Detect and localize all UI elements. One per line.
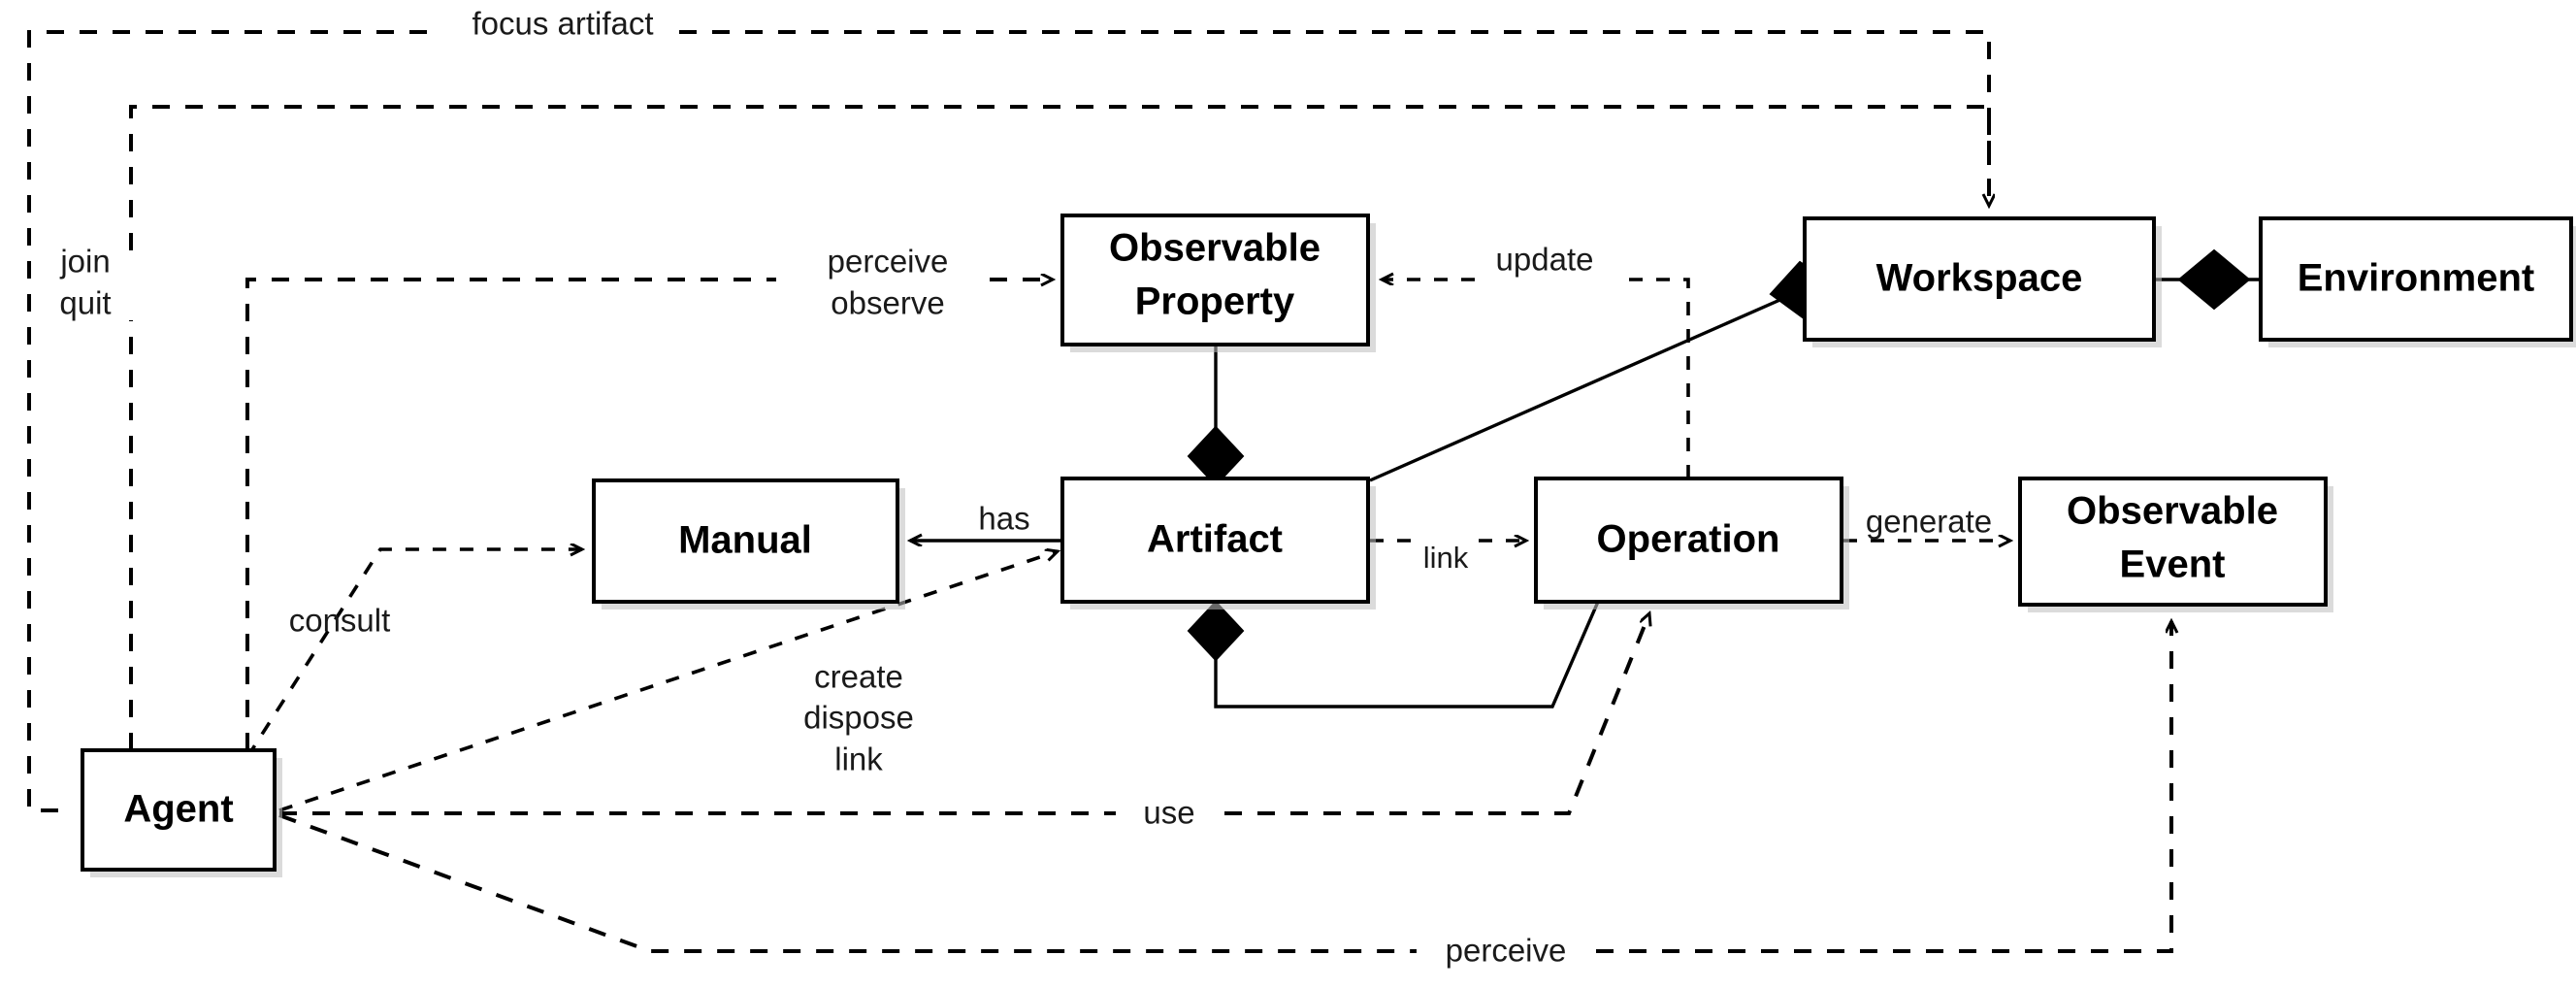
node-box xyxy=(1060,477,1370,604)
node-box xyxy=(1060,214,1370,346)
edge-label-create: create xyxy=(814,659,903,695)
edge-label-group: focus artifact join quit perceive observ… xyxy=(59,6,1992,969)
node-environment[interactable]: Environment xyxy=(2259,216,2576,347)
node-label-line1: Observable xyxy=(1109,227,1321,270)
node-observable-event[interactable]: Observable Event xyxy=(2018,477,2333,612)
node-observable-property[interactable]: Observable Property xyxy=(1060,214,1376,352)
edge-label-dispose: dispose xyxy=(803,700,914,736)
node-label-line1: Artifact xyxy=(1147,518,1283,561)
edge-perceive-observe xyxy=(245,280,1053,750)
edge-create-dispose-link xyxy=(278,551,1058,812)
edge-label-has: has xyxy=(978,501,1029,537)
edge-label-perceive: perceive xyxy=(828,244,949,280)
edge-label-generate: generate xyxy=(1866,504,1992,540)
edge-label-use: use xyxy=(1143,795,1194,831)
node-label-line1: Manual xyxy=(678,519,812,562)
edge-label-perceive-bottom: perceive xyxy=(1446,933,1567,969)
node-label-line1: Agent xyxy=(123,788,233,831)
edge-label-focus-artifact: focus artifact xyxy=(472,6,653,42)
edge-update xyxy=(1382,280,1690,478)
node-label-line1: Workspace xyxy=(1876,257,2083,300)
node-label-line2: Property xyxy=(1135,280,1295,323)
node-workspace[interactable]: Workspace xyxy=(1803,216,2162,347)
node-agent[interactable]: Agent xyxy=(81,748,282,877)
node-box xyxy=(81,748,277,872)
edge-composition-workspace-artifact xyxy=(1369,260,1839,482)
edge-perceive-bottom xyxy=(278,621,2171,953)
node-manual[interactable]: Manual xyxy=(592,478,905,610)
edge-consult xyxy=(245,549,582,758)
edge-join-quit xyxy=(129,105,1989,750)
node-label-line1: Operation xyxy=(1597,518,1780,561)
edge-label-quit: quit xyxy=(59,285,111,321)
edge-composition-environment-workspace xyxy=(2156,248,2259,311)
node-box xyxy=(2018,477,2328,607)
node-label-line1: Environment xyxy=(2298,257,2534,300)
node-box xyxy=(2259,216,2573,342)
edge-label-link-2: link xyxy=(834,742,883,777)
node-label-line1: Observable xyxy=(2067,490,2278,533)
edge-label-update: update xyxy=(1496,242,1594,278)
edge-composition-artifact-operation xyxy=(1187,600,1600,709)
node-box xyxy=(1534,477,1843,604)
node-artifact[interactable]: Artifact xyxy=(1060,477,1376,610)
edge-label-observe: observe xyxy=(831,285,944,321)
edge-focus-artifact xyxy=(27,30,1991,812)
edge-label-link: link xyxy=(1423,541,1469,575)
node-label-line2: Event xyxy=(2120,544,2226,586)
node-box xyxy=(592,478,899,604)
edge-composition-artifact-observable-property xyxy=(1187,345,1245,487)
node-operation[interactable]: Operation xyxy=(1534,477,1849,610)
edge-label-consult: consult xyxy=(289,603,391,639)
node-box xyxy=(1803,216,2156,342)
edge-label-join: join xyxy=(59,244,110,280)
edge-use xyxy=(279,613,1649,815)
